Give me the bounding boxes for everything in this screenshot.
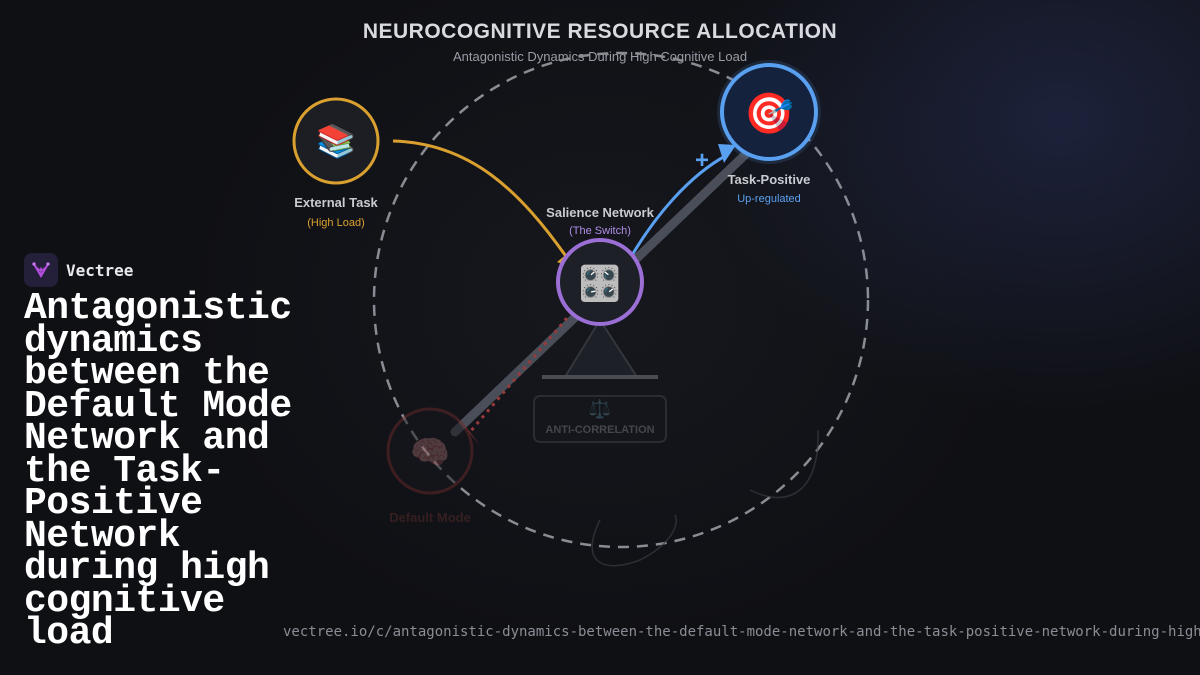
balance-scale-icon: ⚖️: [589, 398, 611, 419]
diagram-title: NEUROCOGNITIVE RESOURCE ALLOCATION: [363, 20, 837, 43]
brand: Vectree: [24, 253, 133, 287]
inhibition-connection: [468, 311, 574, 433]
brain-outline-decoration: [591, 429, 819, 567]
brain-icon: 🧠: [410, 434, 450, 470]
diagram-subtitle: Antagonistic Dynamics During High Cognit…: [453, 49, 747, 64]
task-positive-sublabel: Up-regulated: [737, 193, 801, 205]
seesaw-base: [542, 375, 658, 379]
vectree-logo-icon: [24, 253, 58, 287]
anti-correlation-badge: [533, 395, 667, 443]
salience-label: Salience Network: [546, 205, 654, 220]
external-task-label: External Task: [294, 195, 378, 210]
page-url[interactable]: vectree.io/c/antagonistic-dynamics-betwe…: [283, 624, 1200, 640]
external-to-salience-connection: [392, 139, 572, 263]
books-icon: 📚: [316, 123, 356, 159]
salience-sublabel: (The Switch): [569, 225, 631, 237]
external-task-sublabel: (High Load): [307, 217, 364, 229]
external-task-node: [292, 97, 380, 185]
task-positive-label: Task-Positive: [728, 172, 811, 187]
brand-name: Vectree: [66, 260, 134, 280]
salience-to-task-positive-connection: [626, 153, 728, 263]
target-icon: 🎯: [744, 92, 794, 136]
seesaw-fulcrum: [563, 318, 639, 378]
anti-correlation-label: ANTI-CORRELATION: [545, 424, 654, 436]
task-positive-node: [720, 63, 818, 161]
default-mode-label: Default Mode: [389, 510, 471, 525]
default-mode-group: 🧠 Default Mode: [386, 407, 474, 525]
network-boundary-circle: [372, 51, 870, 549]
task-positive-arrowhead: [718, 144, 736, 163]
salience-node: [556, 238, 644, 326]
control-knobs-icon: 🎛️: [579, 264, 621, 303]
default-mode-node: [386, 407, 474, 495]
plus-sign: +: [695, 147, 709, 174]
headline: Antagonistic dynamics between the Defaul…: [24, 287, 292, 655]
